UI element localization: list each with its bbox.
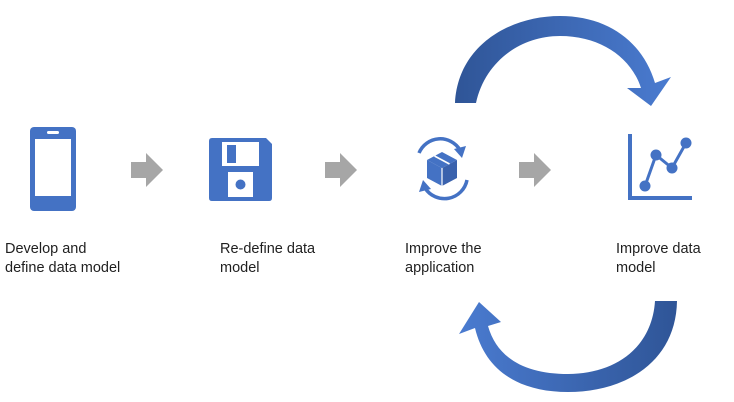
- loop-arrow-top: [455, 16, 671, 106]
- loop-arrow-bottom: [459, 301, 677, 392]
- connector-arrow-2: [325, 153, 357, 187]
- line-chart-icon: [628, 134, 692, 200]
- floppy-disk-icon: [209, 138, 272, 201]
- step-label-improve-application: Improve the application: [405, 241, 482, 276]
- smartphone-icon: [30, 127, 76, 211]
- step-label-develop: Develop and define data model: [5, 241, 121, 276]
- connector-arrow-3: [519, 153, 551, 187]
- step-label-redefine: Re-define data model: [220, 241, 316, 276]
- package-refresh-icon: [417, 137, 469, 201]
- step-label-improve-data-model: Improve data model: [616, 241, 701, 276]
- connector-arrow-1: [131, 153, 163, 187]
